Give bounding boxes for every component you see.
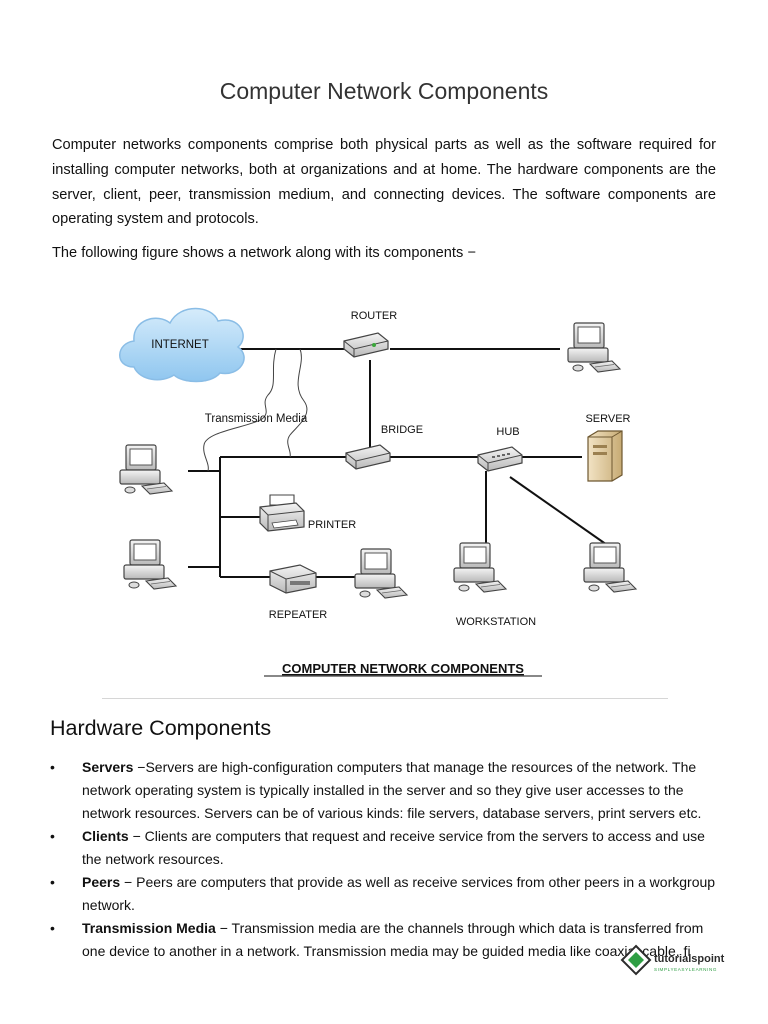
list-item: • Transmission Media − Transmission media… — [50, 917, 718, 963]
bullet-icon: • — [50, 874, 55, 890]
intro-paragraph: Computer networks components comprise bo… — [52, 137, 716, 228]
bullet-icon: • — [50, 759, 55, 775]
printer-icon — [259, 494, 305, 532]
separator: − — [215, 920, 232, 936]
internet-cloud-icon — [119, 307, 245, 383]
figure-intro-paragraph: The following figure shows a network alo… — [52, 245, 476, 261]
logo-brand-text: tutorialspoint — [654, 953, 725, 965]
page-title: Computer Network Components — [219, 78, 549, 104]
list-item: • Servers −Servers are high-configuration… — [50, 756, 718, 825]
term: Peers — [82, 874, 121, 890]
computer-icon — [354, 548, 408, 599]
transmission-media-label: Transmission Media — [205, 413, 308, 425]
hub-icon — [477, 446, 523, 472]
list-item: • Clients − Clients are computers that re… — [50, 825, 718, 871]
logo-mark-icon — [620, 944, 652, 976]
term: Servers — [82, 759, 134, 775]
printer-label: PRINTER — [308, 519, 356, 531]
separator: − — [133, 759, 146, 775]
hardware-list: •Servers −Servers are high-configuration… — [50, 756, 718, 963]
server-icon — [587, 430, 623, 482]
repeater-icon — [269, 564, 317, 594]
tutorialspoint-logo[interactable]: tutorialspoint SIMPLYEASYLEARNING — [620, 942, 738, 984]
section-heading: Hardware Components — [50, 716, 272, 740]
router-icon — [343, 332, 389, 358]
description: Servers are high-configuration computers… — [82, 759, 702, 821]
logo-tagline: SIMPLYEASYLEARNING — [654, 967, 717, 972]
list-item: • Peers − Peers are computers that provid… — [50, 871, 718, 917]
separator: − — [120, 874, 137, 890]
separator: − — [128, 828, 145, 844]
router-label: ROUTER — [351, 310, 398, 322]
repeater-label: REPEATER — [269, 609, 328, 621]
divider — [102, 698, 668, 699]
bridge-icon — [345, 444, 391, 470]
description: Peers are computers that provide as well… — [82, 874, 716, 913]
computer-icon — [119, 444, 173, 495]
bullet-icon: • — [50, 920, 55, 936]
workstation-label: WORKSTATION — [456, 616, 536, 628]
computer-icon — [583, 542, 637, 593]
computer-icon — [123, 539, 177, 590]
server-label: SERVER — [585, 413, 630, 425]
internet-label: INTERNET — [151, 339, 209, 351]
hub-label: HUB — [496, 426, 519, 438]
figure-caption: COMPUTER NETWORK COMPONENTS — [282, 661, 524, 676]
network-diagram: INTERNET ROUTER Transmission Media BRIDG… — [119, 307, 637, 677]
bridge-label: BRIDGE — [381, 424, 423, 436]
workstation-icon — [453, 542, 507, 593]
description: Transmission media are the channels thro… — [82, 920, 704, 959]
term: Clients — [82, 828, 129, 844]
term: Transmission Media — [82, 920, 216, 936]
bullet-icon: • — [50, 828, 55, 844]
description: Clients are computers that request and r… — [82, 828, 705, 867]
computer-icon — [567, 322, 621, 373]
